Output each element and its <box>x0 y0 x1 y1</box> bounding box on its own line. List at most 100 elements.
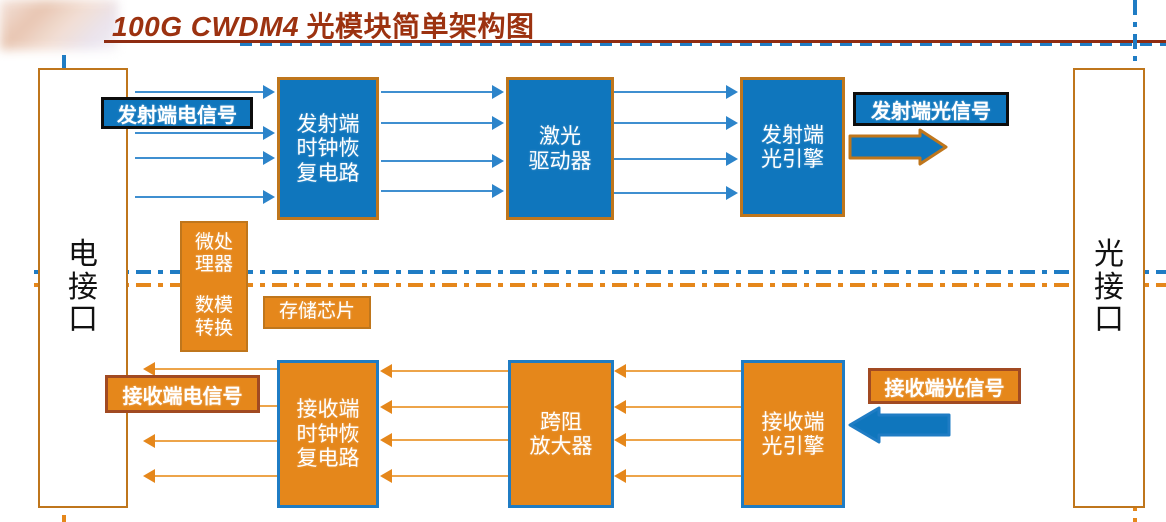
optical-interface-char-0: 光 <box>1094 238 1124 272</box>
rosa-to-tia-line-1 <box>626 370 742 372</box>
block-laser-driver: 激光 驱动器 <box>506 77 614 220</box>
callout-rx-optical-signal: 接收端光信号 <box>868 368 1021 404</box>
tia-to-rxcdr-line-2 <box>392 406 508 408</box>
optical-interface-char-2: 口 <box>1094 303 1124 337</box>
rosa-to-tia-arrow-2 <box>614 400 626 414</box>
optical-interface-box: 光 接 口 <box>1073 68 1145 508</box>
callout-tx-optical-signal-label: 发射端光信号 <box>871 100 991 123</box>
driver-to-tosa-line-2 <box>613 122 727 124</box>
electrical-interface-box: 电 接 口 <box>38 68 128 508</box>
rx-output-line-1 <box>155 368 277 370</box>
block-dac-line-1: 转换 <box>194 317 233 339</box>
tx-input-line-1 <box>135 91 265 93</box>
block-memory-chip: 存储芯片 <box>263 296 371 329</box>
driver-to-tosa-line-4 <box>613 192 727 194</box>
tia-to-rxcdr-line-3 <box>392 439 508 441</box>
divider-blue-horizontal <box>34 270 1166 274</box>
rosa-to-tia-arrow-3 <box>614 433 626 447</box>
driver-to-tosa-arrow-3 <box>726 152 738 166</box>
driver-to-tosa-arrow-2 <box>726 116 738 130</box>
rx-optical-block-arrow <box>847 405 951 445</box>
tia-to-rxcdr-arrow-3 <box>380 433 392 447</box>
driver-to-tosa-arrow-4 <box>726 186 738 200</box>
rx-output-arrow-4 <box>143 469 155 483</box>
driver-to-tosa-arrow-1 <box>726 85 738 99</box>
block-dac-line-0: 数模 <box>194 295 233 317</box>
tx-cdr-to-driver-arrow-3 <box>492 154 504 168</box>
tx-input-line-4 <box>135 196 265 198</box>
block-rx-cdr-line-2: 复电路 <box>296 446 360 471</box>
rosa-to-tia-line-3 <box>626 439 742 441</box>
rosa-to-tia-line-2 <box>626 406 742 408</box>
callout-tx-optical-signal: 发射端光信号 <box>853 92 1009 126</box>
block-memory-chip-label: 存储芯片 <box>278 301 355 323</box>
title-rule-dash <box>240 43 1166 46</box>
tx-cdr-to-driver-arrow-4 <box>492 184 504 198</box>
tx-cdr-to-driver-line-3 <box>381 160 494 162</box>
rx-output-arrow-1 <box>143 362 155 376</box>
rx-output-line-3 <box>155 440 277 442</box>
driver-to-tosa-line-1 <box>613 91 727 93</box>
electrical-interface-char-2: 口 <box>68 303 98 337</box>
block-rx-cdr: 接收端 时钟恢 复电路 <box>277 360 379 508</box>
block-laser-driver-line-1: 驱动器 <box>528 148 592 173</box>
tx-cdr-to-driver-line-4 <box>381 190 494 192</box>
block-rosa-line-1: 光引擎 <box>761 434 825 458</box>
block-rosa-line-0: 接收端 <box>761 409 825 434</box>
rosa-to-tia-arrow-4 <box>614 469 626 483</box>
block-rx-cdr-line-0: 接收端 <box>296 397 360 422</box>
tia-to-rxcdr-arrow-1 <box>380 364 392 378</box>
block-tia-line-1: 放大器 <box>529 434 593 458</box>
block-tx-cdr-line-0: 发射端 <box>296 111 360 136</box>
tia-to-rxcdr-arrow-4 <box>380 469 392 483</box>
block-tx-cdr-line-1: 时钟恢 <box>296 136 360 161</box>
divider-orange-horizontal <box>34 283 1166 287</box>
page-title: 100G CWDM4 光模块简单架构图 <box>112 5 535 45</box>
callout-rx-electrical-signal-label: 接收端电信号 <box>122 385 243 408</box>
block-laser-driver-line-0: 激光 <box>539 124 581 149</box>
block-microprocessor-line-1: 理器 <box>194 254 233 275</box>
optical-interface-char-1: 接 <box>1094 270 1124 304</box>
tx-input-arrow-1 <box>263 85 275 99</box>
rx-output-line-4 <box>155 475 277 477</box>
electrical-interface-char-0: 电 <box>68 238 98 272</box>
block-rosa: 接收端 光引擎 <box>741 360 845 508</box>
logo-watermark <box>0 0 118 50</box>
tx-input-arrow-2 <box>263 126 275 140</box>
block-tosa: 发射端 光引擎 <box>740 77 845 217</box>
callout-tx-electrical-signal: 发射端电信号 <box>101 97 253 129</box>
block-tosa-line-1: 光引擎 <box>761 147 824 171</box>
block-tosa-line-0: 发射端 <box>761 122 824 147</box>
tx-input-line-3 <box>135 157 265 159</box>
tx-cdr-to-driver-arrow-2 <box>492 116 504 130</box>
block-tx-cdr-line-2: 复电路 <box>296 160 360 185</box>
rosa-to-tia-line-4 <box>626 475 742 477</box>
tia-to-rxcdr-line-4 <box>392 475 508 477</box>
page-title-cjk: 光模块简单架构图 <box>299 12 535 43</box>
callout-rx-electrical-signal: 接收端电信号 <box>105 375 260 413</box>
block-rx-cdr-line-1: 时钟恢 <box>296 421 360 446</box>
callout-rx-optical-signal-label: 接收端光信号 <box>884 377 1005 400</box>
tx-optical-block-arrow <box>848 128 948 166</box>
block-tia: 跨阻 放大器 <box>508 360 614 508</box>
title-rule <box>104 40 1166 43</box>
block-tia-line-0: 跨阻 <box>540 409 582 434</box>
electrical-interface-char-1: 接 <box>68 270 98 304</box>
rx-output-arrow-3 <box>143 434 155 448</box>
page-title-latin: 100G CWDM4 <box>112 11 300 42</box>
tx-cdr-to-driver-arrow-1 <box>492 85 504 99</box>
tx-input-arrow-3 <box>263 151 275 165</box>
block-tx-cdr: 发射端 时钟恢 复电路 <box>277 77 379 220</box>
tia-to-rxcdr-line-1 <box>392 370 508 372</box>
tx-cdr-to-driver-line-2 <box>381 122 494 124</box>
block-dac: 数模 转换 <box>180 285 248 352</box>
tx-cdr-to-driver-line-1 <box>381 91 494 93</box>
tx-input-arrow-4 <box>263 190 275 204</box>
block-microprocessor: 微处 理器 <box>180 221 248 285</box>
tia-to-rxcdr-arrow-2 <box>380 400 392 414</box>
tx-input-line-2 <box>135 132 265 134</box>
block-microprocessor-line-0: 微处 <box>194 231 233 253</box>
driver-to-tosa-line-3 <box>613 158 727 160</box>
callout-tx-electrical-signal-label: 发射端电信号 <box>117 104 237 127</box>
